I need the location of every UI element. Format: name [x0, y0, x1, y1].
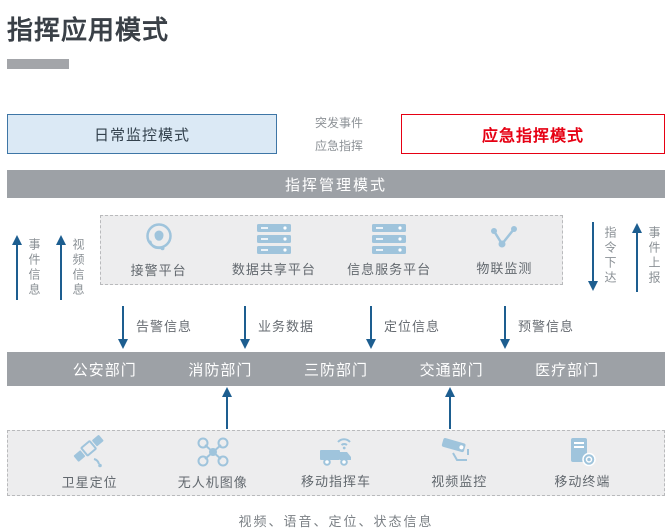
up-arrow-icon: [632, 223, 642, 292]
satellite-icon: [73, 435, 104, 468]
alarm-info-label: 告警信息: [136, 318, 193, 334]
warning-info-label: 预警信息: [518, 318, 575, 334]
device-label: 移动终端: [554, 474, 611, 489]
dept-medical: 医疗部门: [535, 361, 600, 379]
video-info-flow: 视频信息: [55, 234, 87, 300]
right-flow-group: 指令下达 事件上报: [575, 222, 663, 292]
down-arrow-icon: [240, 306, 250, 349]
event-info-flow: 事件信息: [11, 234, 43, 300]
warning-info-flow: 预警信息: [499, 306, 574, 350]
alarm-info-flow: 告警信息: [117, 306, 192, 350]
devices-panel: 卫星定位 无人机图像: [7, 430, 665, 496]
device-item: 移动指挥车: [274, 431, 397, 495]
departments-bar: 公安部门 消防部门 三防部门 交通部门 医疗部门: [7, 352, 665, 386]
emergency-command-mode-box: 应急指挥模式: [401, 114, 665, 154]
page-title: 指挥应用模式: [7, 15, 170, 45]
video-info-label: 视频信息: [71, 238, 85, 298]
platform-item: 接警平台: [101, 216, 216, 284]
mobile-terminal-icon: [571, 438, 597, 467]
server-stack-icon: [372, 223, 407, 254]
event-report-flow: 事件上报: [631, 222, 663, 292]
platform-item: 信息服务平台: [332, 216, 447, 284]
downward-flow-row: 告警信息 业务数据 定位信息 预警信息: [7, 304, 665, 352]
down-arrow-icon: [366, 306, 376, 349]
up-arrow-icon: [12, 235, 22, 300]
location-info-label: 定位信息: [384, 318, 441, 334]
daily-monitoring-mode-box: 日常监控模式: [7, 114, 277, 154]
upward-connector-zone: [7, 386, 665, 430]
device-item: 移动终端: [521, 431, 644, 495]
device-item: 无人机图像: [151, 431, 274, 495]
up-arrow-icon: [56, 235, 66, 300]
cctv-camera-icon: [442, 438, 470, 461]
call-operator-icon: [145, 223, 172, 251]
transition-top-label: 突发事件: [314, 116, 363, 130]
down-arrow-icon: [500, 306, 510, 349]
server-stack-icon: [256, 223, 291, 254]
device-label: 视频监控: [431, 474, 488, 489]
drone-icon: [197, 437, 229, 467]
up-arrow-icon: [222, 387, 232, 429]
up-arrow-icon: [445, 387, 455, 429]
event-info-label: 事件信息: [27, 238, 41, 298]
dept-police: 公安部门: [72, 361, 137, 379]
event-report-label: 事件上报: [647, 226, 661, 286]
device-item: 视频监控: [398, 431, 521, 495]
platform-label: 物联监测: [476, 261, 533, 276]
left-flow-group: 事件信息 视频信息: [11, 234, 99, 300]
platform-label: 信息服务平台: [347, 261, 432, 277]
emergency-mode-label: 应急指挥模式: [481, 128, 584, 145]
command-vehicle-icon: [320, 438, 351, 466]
command-dispatch-label: 指令下达: [603, 226, 617, 286]
platform-label: 接警平台: [130, 263, 187, 278]
device-label: 卫星定位: [61, 475, 118, 490]
command-management-bar: 指挥管理模式: [7, 170, 665, 198]
device-item: 卫星定位: [28, 431, 151, 495]
platforms-panel: 接警平台 数据共享平台: [100, 215, 563, 285]
command-management-label: 指挥管理模式: [284, 176, 387, 194]
iot-nodes-icon: [491, 226, 518, 248]
business-data-flow: 业务数据: [239, 306, 314, 350]
device-label: 移动指挥车: [301, 474, 372, 489]
daily-mode-label: 日常监控模式: [93, 126, 190, 144]
dept-triple-defense: 三防部门: [303, 361, 368, 379]
location-info-flow: 定位信息: [365, 306, 440, 350]
accent-bar: [7, 59, 69, 69]
down-arrow-icon: [118, 306, 128, 349]
dept-traffic: 交通部门: [419, 361, 484, 379]
devices-caption: 视频、语音、定位、状态信息: [238, 514, 434, 529]
platform-item: 物联监测: [447, 216, 562, 284]
mode-row: 日常监控模式 突发事件 应急指挥 应急指挥模式: [7, 114, 665, 154]
platform-item: 数据共享平台: [216, 216, 331, 284]
platform-label: 数据共享平台: [231, 261, 316, 277]
command-dispatch-flow: 指令下达: [587, 222, 619, 292]
transition-bottom-label: 应急指挥: [314, 139, 363, 153]
business-data-label: 业务数据: [258, 318, 315, 334]
mode-transition: 突发事件 应急指挥: [277, 114, 401, 154]
middle-zone: 事件信息 视频信息 接警平台: [7, 198, 665, 304]
device-label: 无人机图像: [177, 475, 248, 490]
down-arrow-icon: [588, 222, 598, 291]
dept-fire: 消防部门: [188, 361, 253, 379]
